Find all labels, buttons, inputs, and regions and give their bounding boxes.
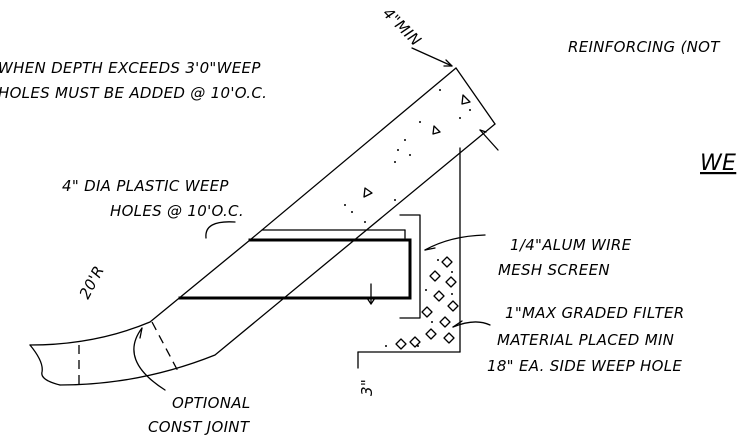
filter-note-line2: MATERIAL PLACED MIN	[497, 331, 674, 349]
backfill-outline	[357, 147, 461, 369]
const-joint-note-line2: CONST JOINT	[148, 418, 251, 436]
filter-note-line1: 1"MAX GRADED FILTER	[505, 304, 685, 322]
plastic-weep-note-line2: HOLES @ 10'O.C.	[110, 202, 244, 220]
mesh-note-line2: MESH SCREEN	[498, 261, 610, 279]
optional-joint-dash	[151, 321, 181, 376]
lining-bottom-surface	[59, 123, 496, 386]
weep-depth-note-line2: HOLES MUST BE ADDED @ 10'O.C.	[0, 84, 267, 102]
reinforcing-note: REINFORCING (NOT	[568, 38, 721, 56]
mesh-screen-bracket	[399, 214, 421, 319]
break-line	[29, 344, 61, 386]
concrete-lining	[29, 67, 496, 386]
leader-lines	[133, 47, 499, 391]
filter-note-line3: 18" EA. SIDE WEEP HOLE	[487, 357, 682, 375]
lining-end-cap	[455, 67, 496, 125]
detail-title: WE	[700, 151, 736, 176]
top-thickness-dimension: 4"MIN	[379, 4, 425, 50]
lining-top-surface	[29, 67, 457, 346]
const-joint-note-line1: OPTIONAL	[172, 394, 250, 412]
bottom-thickness-dimension: 3"	[358, 379, 376, 396]
filter-material-hatch	[385, 256, 459, 350]
radius-dimension: 20'R	[76, 263, 108, 302]
weep-depth-note-line1: WHEN DEPTH EXCEEDS 3'0"WEEP	[0, 59, 261, 77]
weep-pipe	[178, 229, 412, 305]
mesh-note-line1: 1/4"ALUM WIRE	[510, 236, 632, 254]
plastic-weep-note-line1: 4" DIA PLASTIC WEEP	[62, 177, 229, 195]
concrete-aggregate	[344, 89, 471, 223]
